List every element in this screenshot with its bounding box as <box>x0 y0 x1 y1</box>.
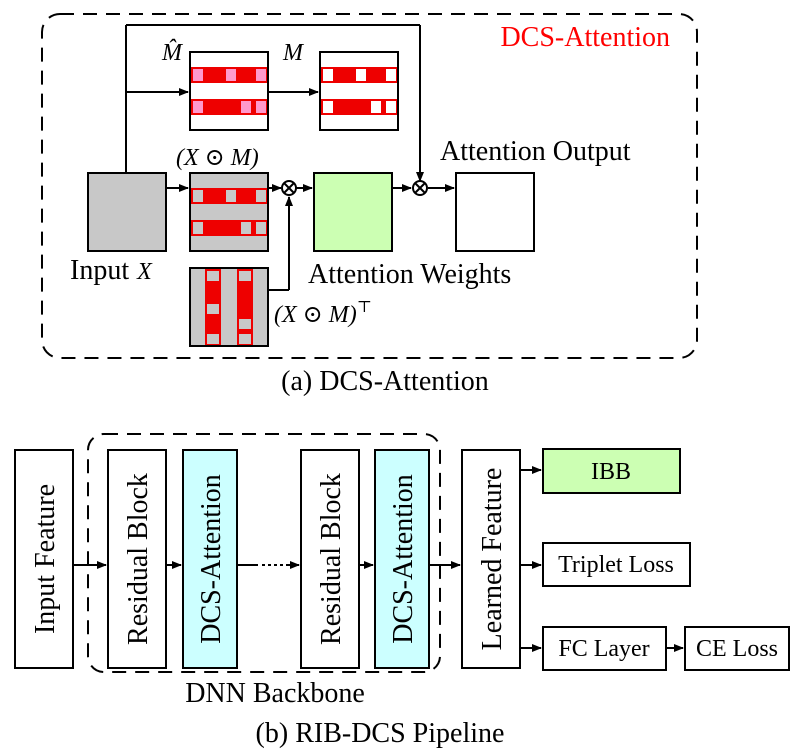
caption-a: (a) DCS-Attention <box>281 366 489 397</box>
dcs-attention-block-2-label: DCS-Attention <box>388 474 419 644</box>
triplet-loss-label: Triplet Loss <box>558 552 674 578</box>
mhat-label: M̂ <box>161 39 184 66</box>
fc-layer-box <box>542 626 667 671</box>
ibb-box <box>542 448 681 494</box>
dcs-attention-dashed-frame <box>41 13 698 359</box>
attention-output-label: Attention Output <box>440 136 631 167</box>
residual-block-2 <box>300 449 360 669</box>
dnn-backbone-label: DNN Backbone <box>185 678 365 709</box>
residual-block-1 <box>107 449 167 669</box>
dcs-attention-block-1 <box>182 449 238 669</box>
input-feature-label: Input Feature <box>30 484 61 634</box>
dcs-attention-block-2 <box>374 449 430 669</box>
ce-loss-label: CE Loss <box>696 636 778 662</box>
triplet-loss-box <box>542 542 691 587</box>
part-a-connectors <box>125 24 455 291</box>
input-feature-box <box>14 449 74 669</box>
xm-transpose-matrix <box>189 267 269 347</box>
mhat-matrix <box>189 51 269 131</box>
part-b-connectors <box>73 466 684 652</box>
attention-weights-box <box>313 172 393 252</box>
m-matrix <box>319 51 399 131</box>
learned-feature-label: Learned Feature <box>477 468 508 651</box>
residual-block-2-label: Residual Block <box>316 473 347 645</box>
dcs-attention-title: DCS-Attention <box>500 22 670 53</box>
xm-label: (X ⊙ M) <box>176 145 259 171</box>
attention-output-box <box>455 172 535 252</box>
multiply-symbol-2 <box>412 180 428 196</box>
dcs-attention-block-1-label: DCS-Attention <box>196 474 227 644</box>
m-label: M <box>282 40 305 66</box>
attention-weights-label: Attention Weights <box>308 259 511 290</box>
residual-block-1-label: Residual Block <box>123 473 154 645</box>
ibb-label: IBB <box>591 459 631 485</box>
caption-b: (b) RIB-DCS Pipeline <box>256 718 505 749</box>
learned-feature-box <box>461 449 521 669</box>
ce-loss-box <box>684 626 790 671</box>
xm-matrix <box>189 172 269 252</box>
multiply-symbol-1 <box>281 180 297 196</box>
fc-layer-label: FC Layer <box>558 636 649 662</box>
dnn-backbone-dashed-frame <box>87 433 441 673</box>
xm-transpose-label: (X ⊙ M)⊤ <box>274 299 372 328</box>
input-x-box <box>87 172 167 252</box>
